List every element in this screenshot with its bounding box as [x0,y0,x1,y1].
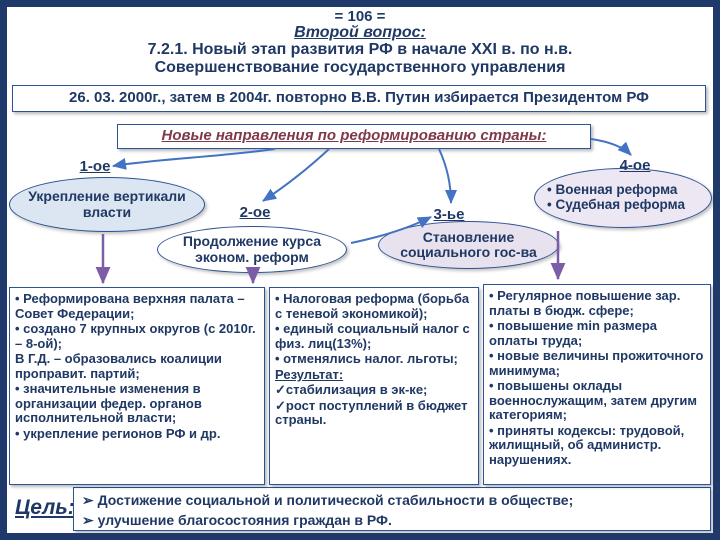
slide-content: = 106 = Второй вопрос: 7.2.1. Новый этап… [7,7,713,533]
president-election-box: 26. 03. 2000г., затем в 2004г. повторно … [12,85,706,112]
list-item: • единый социальный налог с физ. лиц(13%… [275,321,470,351]
directions-box: Новые направления по реформированию стра… [117,124,591,149]
result-item: ✓стабилизация в эк-ке; [275,382,428,398]
goal-label: Цель: [15,496,75,519]
result-label: Результат: [275,366,344,382]
list-item: • значительные изменения в организации ф… [15,381,202,426]
detail-box-middle: • Налоговая реформа (борьба с теневой эк… [269,287,479,485]
page-number: = 106 = [334,8,386,25]
label-4: 4-ое [619,157,651,174]
ellipse-military-judicial: • Военная реформа • Судебная реформа [534,168,712,228]
list-item: • новые величины прожиточного минимума; [489,348,704,378]
result-item: ✓рост поступлений в бюджет страны. [275,397,468,428]
arrow-to-4 [590,138,632,156]
list-item: • Реформирована верхняя палата – Совет Ф… [15,291,245,321]
list-item: • Налоговая реформа (борьба с теневой эк… [275,291,470,321]
ellipse4-line2: • Судебная реформа [547,197,685,212]
detail-box-left: • Реформирована верхняя палата – Совет Ф… [9,287,265,485]
list-item: В Г.Д. – образовались коалиции проправит… [15,351,222,381]
list-item: • повышение min размера оплаты труда; [489,318,658,348]
goal-box: ➢ Достижение социальной и политической с… [73,487,711,531]
label-1: 1-ое [79,158,111,175]
goal-item: ➢ Достижение социальной и политической с… [82,492,574,508]
question-label: Второй вопрос: [294,24,426,41]
label-2: 2-ое [239,204,271,221]
label-3: 3-ье [433,206,465,223]
ellipse4-line1: • Военная реформа [547,182,678,198]
arrow-to-2 [262,148,330,202]
ellipse-economic-reforms: Продолжение курса эконом. реформ [157,226,347,273]
slide-title-line2: Совершенствование государственного управ… [154,59,566,76]
arrow-to-1 [112,148,276,170]
arrow-to-3 [438,148,457,204]
list-item: • отменялись налог. льготы; [275,351,458,367]
list-item: • повышены оклады военнослужащим, затем … [489,378,698,423]
detail-box-right: • Регулярное повышение зар. платы в бюдж… [483,284,711,485]
list-item: • укрепление регионов РФ и др. [15,425,221,441]
list-item: • приняты кодексы: трудовой, жилищный, о… [489,422,685,468]
ellipse-social-state: Становление социального гос-ва [378,221,559,269]
goal-item: ➢ улучшение благосостояния граждан в РФ. [82,512,392,528]
ellipse-vertical-power: Укрепление вертикали власти [9,177,205,232]
slide-title-line1: 7.2.1. Новый этап развития РФ в начале X… [147,41,573,58]
list-item: • Регулярное повышение зар. платы в бюдж… [489,288,681,318]
list-item: • создано 7 крупных округов (с 2010г. – … [15,321,256,351]
